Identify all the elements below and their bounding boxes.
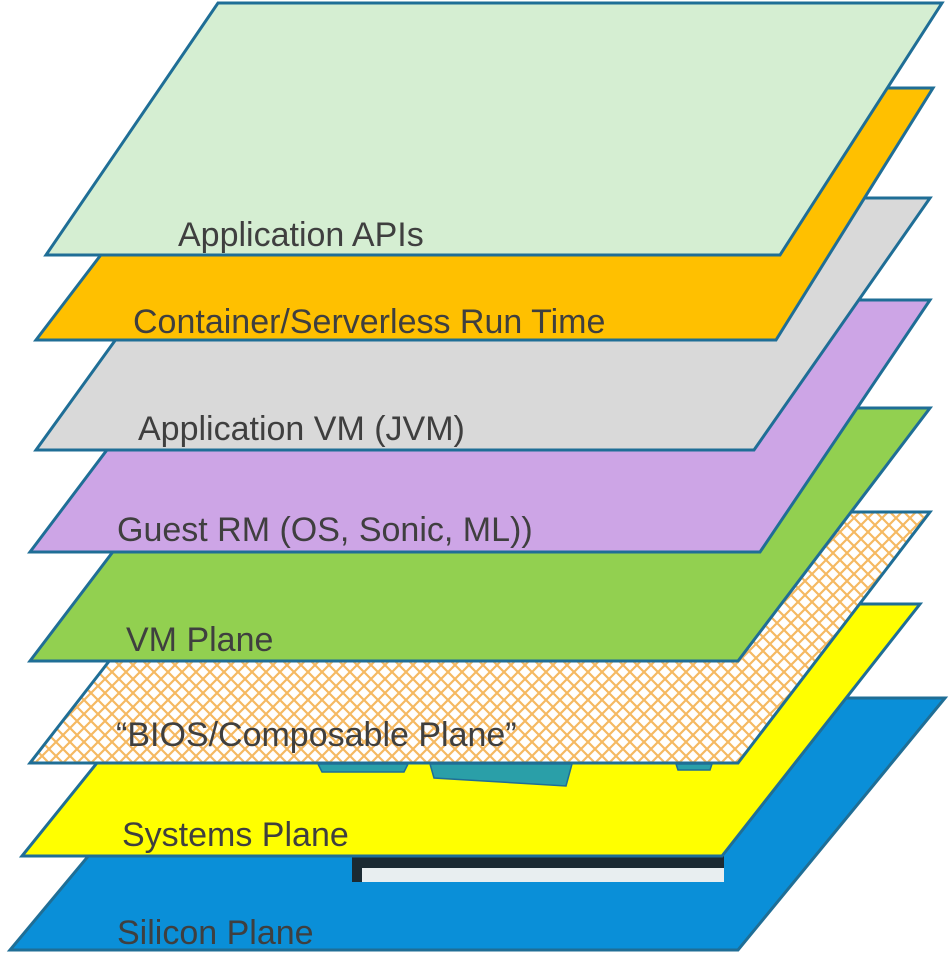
plane-app-vm-label: Application VM (JVM) xyxy=(138,410,465,448)
embedded-screenshot-strip-light xyxy=(362,868,724,882)
plane-container-label: Container/Serverless Run Time xyxy=(133,303,605,341)
plane-app-apis: Application APIs xyxy=(43,1,945,257)
plane-systems-label: Systems Plane xyxy=(122,816,349,854)
plane-app-apis-shape xyxy=(43,1,945,257)
plane-vm-label: VM Plane xyxy=(126,621,273,659)
plane-guest-rm-label: Guest RM (OS, Sonic, ML)) xyxy=(117,511,533,549)
plane-app-apis-label: Application APIs xyxy=(178,216,424,254)
plane-silicon-label: Silicon Plane xyxy=(117,914,314,952)
plane-bios-label: “BIOS/Composable Plane” xyxy=(116,716,517,754)
